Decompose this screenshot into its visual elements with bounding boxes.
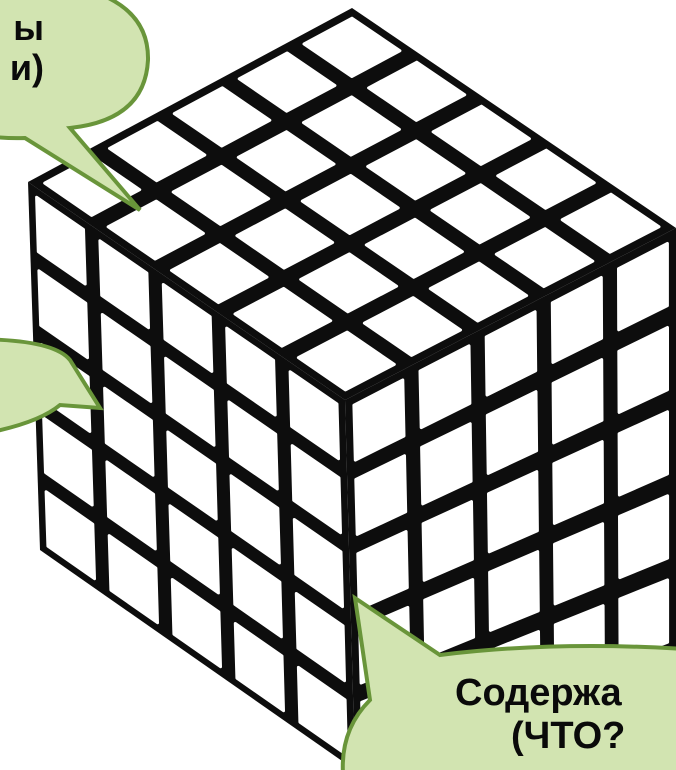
cube-sticker-left — [294, 592, 346, 683]
cube-sticker-right — [551, 358, 604, 445]
cube-sticker-top — [430, 183, 530, 245]
cube-sticker-top — [362, 296, 462, 357]
cube-sticker-top — [233, 286, 333, 348]
cube-sticker-right — [488, 550, 540, 632]
cube-sticker-right — [485, 390, 539, 475]
cube-sticker-right — [487, 470, 539, 554]
cube-sticker-left — [227, 400, 279, 491]
cube-sticker-top — [299, 252, 399, 314]
cube-sticker-left — [288, 370, 340, 461]
cube-sticker-top — [296, 330, 396, 392]
cube-sticker-top — [108, 121, 207, 183]
cube-sticker-top — [431, 104, 531, 166]
cube-sticker-top — [302, 16, 402, 78]
cube-sticker-left — [292, 518, 344, 609]
callout-bubble-top — [0, 0, 151, 212]
cube-sticker-left — [233, 622, 285, 713]
callout-top-line1: ы — [13, 7, 44, 48]
cube-sticker-right — [352, 378, 406, 462]
callout-bottom-line2: (ЧТО? — [511, 714, 626, 757]
cube-sticker-top — [302, 95, 401, 157]
cube-stickers — [35, 16, 670, 759]
cube-sticker-left — [44, 490, 96, 581]
cube-sticker-right — [550, 276, 604, 364]
cube-sticker-top — [428, 261, 529, 323]
cube-sticker-left — [225, 326, 277, 417]
rubiks-cube-illustration — [28, 8, 676, 770]
cube-sticker-top — [494, 227, 595, 289]
cube-sticker-left — [166, 430, 218, 521]
cube-sticker-top — [171, 164, 271, 226]
cube-sticker-left — [161, 283, 214, 373]
cube-sticker-right — [553, 522, 605, 606]
cube-sticker-top — [237, 51, 337, 113]
cube-sticker-right — [356, 530, 409, 611]
cube-sticker-right — [418, 344, 472, 430]
cube-sticker-left — [105, 460, 157, 551]
cube-sticker-right — [617, 241, 669, 332]
cube-sticker-right — [618, 494, 670, 580]
cube-sticker-top — [364, 217, 464, 279]
cube-sticker-left — [107, 534, 159, 625]
cube-sticker-top — [172, 86, 272, 148]
cube-sticker-top — [367, 60, 467, 122]
cube-sticker-right — [484, 310, 538, 397]
cube-sticker-top — [170, 243, 269, 305]
cube-sticker-left — [42, 416, 94, 507]
cube-sticker-left — [35, 195, 87, 286]
cube-sticker-right — [617, 410, 669, 497]
cube-sticker-top — [560, 192, 661, 254]
callout-bottom-line1: Содержа — [455, 672, 622, 714]
callout-top-text: ы и) — [0, 7, 44, 89]
cube-sticker-right — [420, 422, 473, 506]
callout-bubble-left — [0, 337, 104, 433]
cube-sticker-top — [366, 139, 466, 201]
cube-sticker-top — [496, 148, 596, 210]
cube-sticker-right — [423, 578, 476, 659]
cube-sticker-left — [100, 313, 153, 403]
cube-sticker-top — [300, 174, 400, 235]
cube-sticker-left — [170, 578, 222, 669]
cube-sticker-left — [229, 474, 281, 565]
cube-sticker-left — [290, 444, 342, 535]
cube-sticker-left — [231, 548, 283, 639]
cube-sticker-right — [354, 454, 408, 536]
cube-sticker-right — [552, 440, 604, 525]
cube-sticker-left — [103, 386, 155, 477]
cube-sticker-right — [618, 578, 670, 662]
callout-bottom-text: Содержа (ЧТО? — [455, 672, 625, 757]
cube-sticker-left — [164, 356, 216, 447]
callout-top-line2: и) — [9, 47, 44, 89]
cube-sticker-top — [235, 208, 335, 270]
cube-sticker-top — [236, 130, 336, 192]
cube-sticker-left — [98, 239, 150, 330]
cube-sticker-right — [617, 326, 669, 414]
cube-sticker-left — [168, 504, 220, 595]
callout-bubble-bottom — [340, 593, 676, 770]
cube-sticker-left — [37, 269, 89, 360]
cube-sticker-right — [421, 500, 474, 582]
